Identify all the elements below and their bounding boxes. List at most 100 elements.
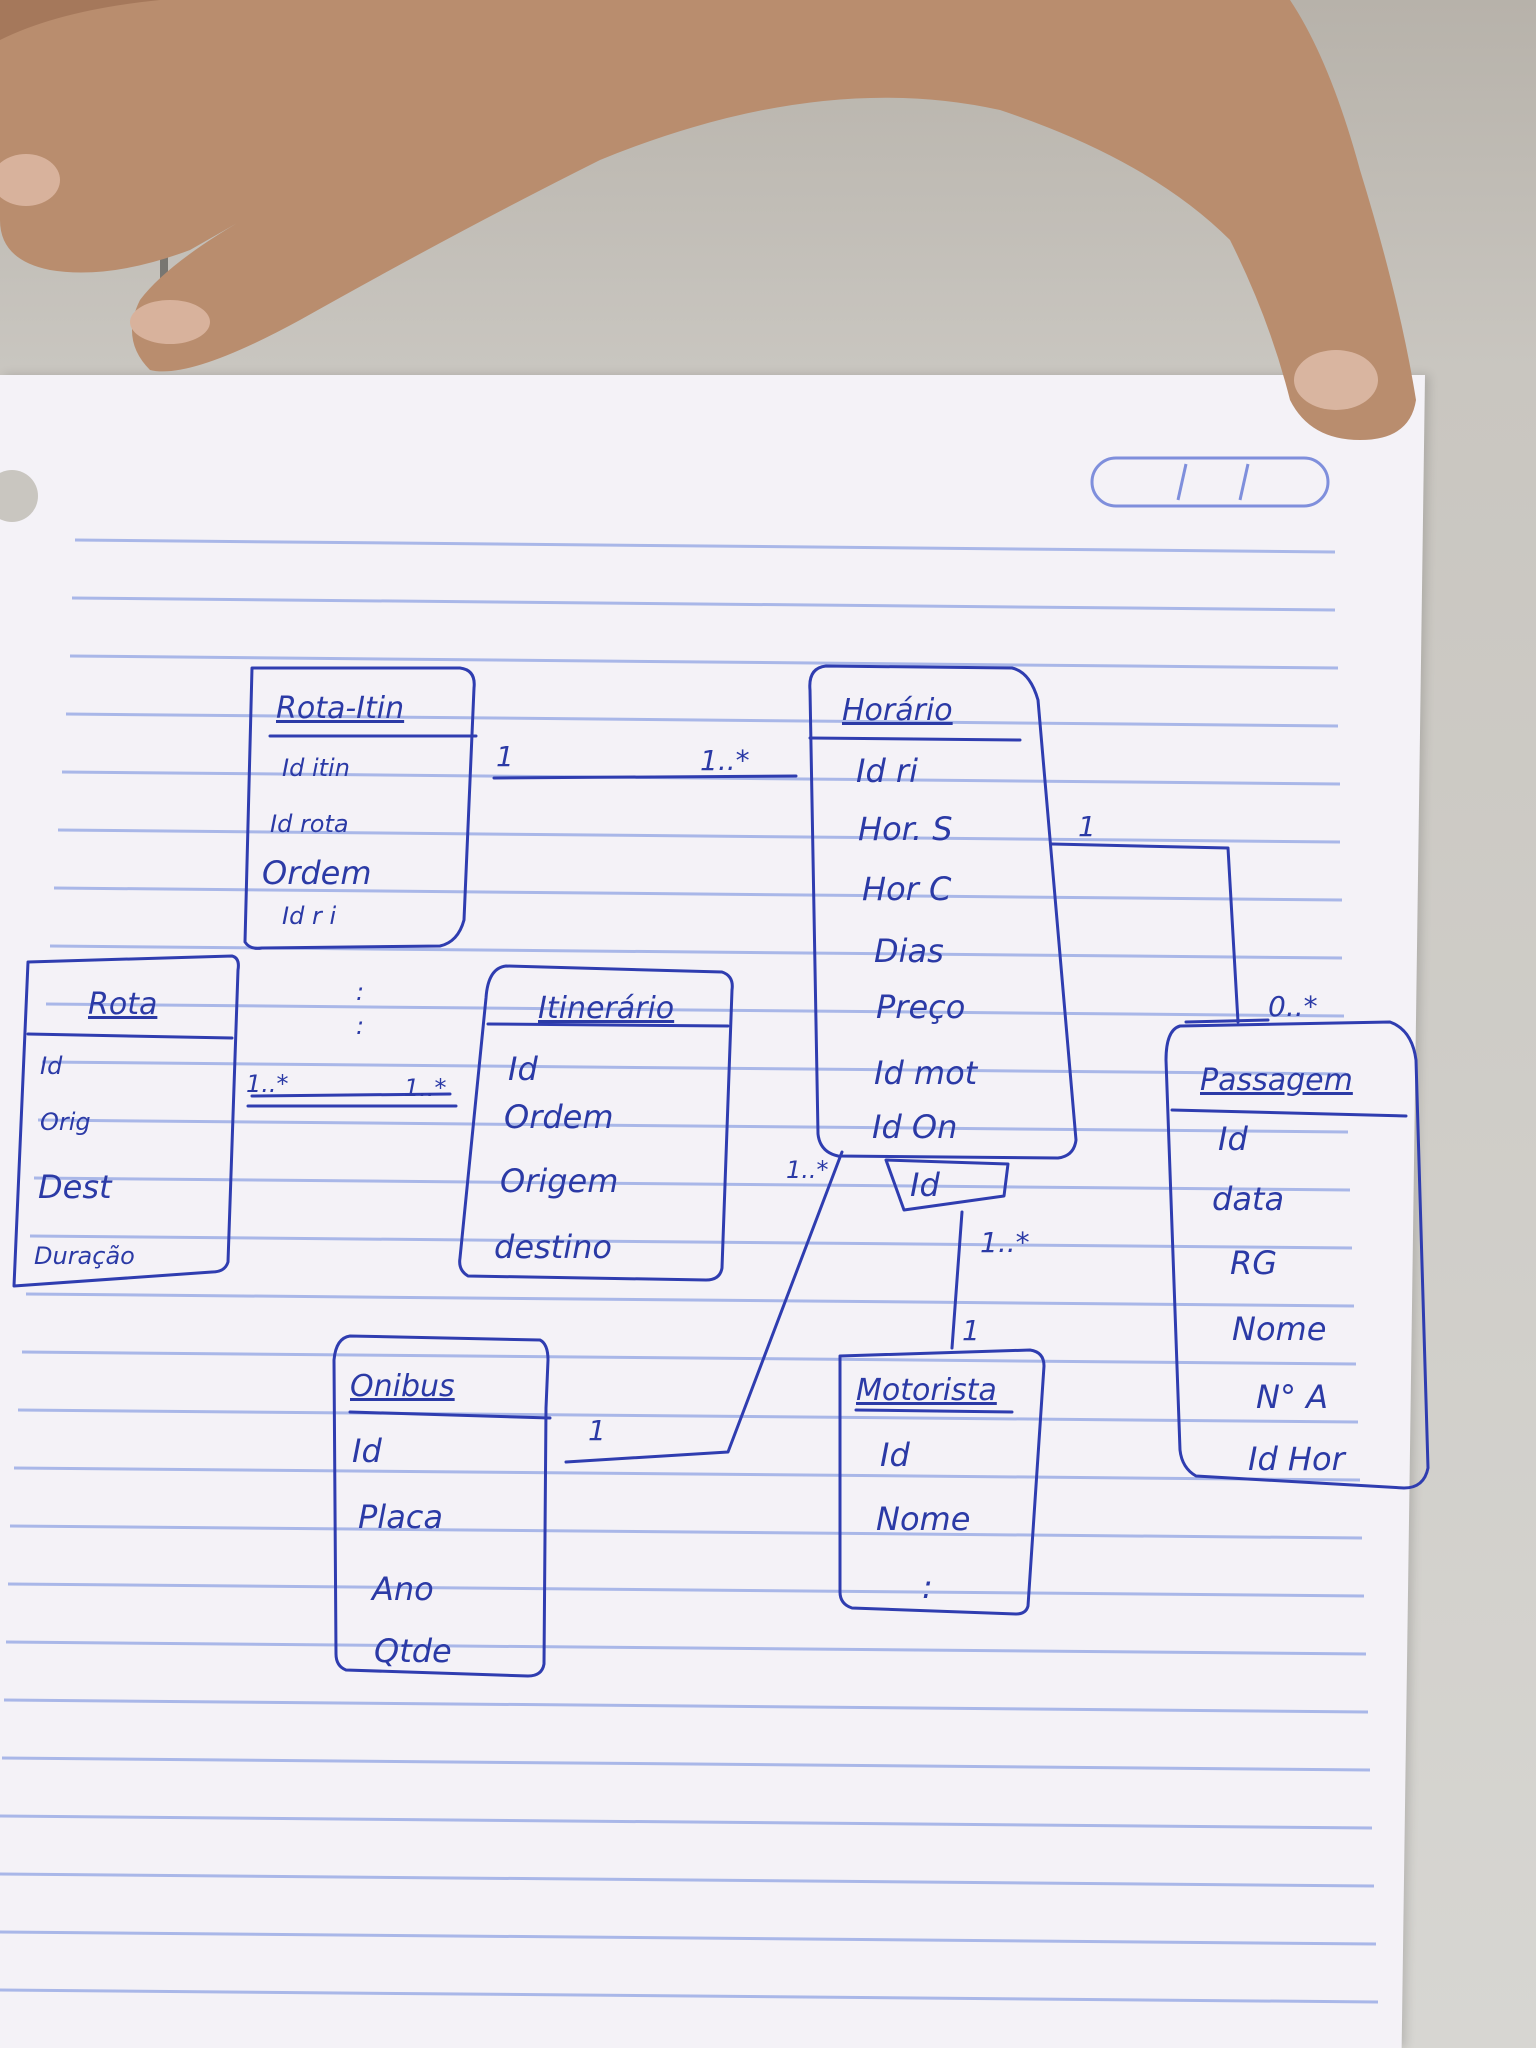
entity-horario: Horário Id ri Hor. S Hor C Dias Preço Id…: [808, 664, 1078, 1212]
entity-title-divider: [486, 1022, 730, 1028]
entity-box: [458, 964, 734, 1282]
entity-attribute: Orig: [40, 1108, 91, 1136]
ruled-line: [0, 1872, 1375, 1888]
date-field: [1090, 456, 1330, 508]
entity-title: Motorista: [856, 1373, 997, 1408]
entity-attribute: Preço: [876, 988, 965, 1026]
relation-horario-motorista: [950, 1210, 964, 1350]
ruled-line: [69, 654, 1339, 670]
ruled-line: [13, 1466, 1361, 1482]
ruled-line: [45, 1002, 1345, 1018]
entity-attribute: Ano: [370, 1570, 434, 1608]
entity-title-divider: [854, 1408, 1014, 1414]
ruled-line: [49, 944, 1343, 960]
punch-hole: [0, 470, 38, 522]
ruled-line: [17, 1408, 1359, 1424]
ruled-line: [29, 1234, 1353, 1250]
ruled-line: [65, 712, 1339, 728]
multiplicity-label: 1..*: [700, 744, 750, 777]
entity-title-divider: [1170, 1108, 1408, 1118]
multiplicity-label: 1: [962, 1314, 980, 1347]
entity-attribute: Id On: [872, 1108, 957, 1146]
entity-box: [12, 954, 240, 1288]
date-slash: [1176, 463, 1188, 501]
entity-attribute: Id: [508, 1050, 538, 1088]
dotted-link: :: [356, 1012, 364, 1040]
date-field-outline: [1090, 456, 1330, 508]
ruled-line: [37, 1118, 1349, 1134]
multiplicity-label: 1: [1078, 810, 1096, 843]
entity-attribute: Ordem: [504, 1098, 614, 1136]
multiplicity-label: 1..*: [786, 1156, 829, 1184]
entity-attribute: Id ri: [856, 752, 918, 790]
entity-attribute: Placa: [358, 1498, 443, 1536]
relation-horario-passagem: [1050, 842, 1240, 1024]
entity-title: Onibus: [350, 1369, 455, 1404]
multiplicity-label: 1..*: [246, 1070, 289, 1098]
entity-attribute: Duração: [34, 1242, 135, 1270]
ruled-line: [5, 1640, 1367, 1656]
entity-box: [838, 1348, 1046, 1616]
entity-attribute: :: [922, 1568, 933, 1606]
entity-attribute: Id rota: [270, 810, 349, 838]
ruled-line: [0, 1814, 1373, 1830]
entity-title: Rota: [88, 987, 157, 1022]
ruled-line: [0, 1930, 1377, 1946]
relation-rota-itinerario-double: [250, 1092, 452, 1098]
relation-horario-onibus: [564, 1150, 844, 1464]
entity-attribute: Origem: [500, 1162, 618, 1200]
entity-attribute: Nome: [876, 1500, 970, 1538]
ruled-line: [33, 1176, 1351, 1192]
entity-attribute: Dias: [874, 932, 944, 970]
entity-title-divider: [808, 736, 1022, 742]
entity-title-divider: [348, 1410, 552, 1420]
dotted-link: :: [356, 978, 364, 1006]
ruled-line: [53, 886, 1343, 902]
ruled-line: [57, 828, 1341, 844]
entity-rota: Rota Id Orig Dest Duração: [12, 954, 240, 1288]
ruled-line: [74, 538, 1336, 554]
multiplicity-label: 1..*: [404, 1074, 447, 1102]
entity-attribute: Dest: [38, 1168, 113, 1206]
entity-title: Itinerário: [538, 991, 674, 1026]
entity-attribute: Id: [880, 1436, 910, 1474]
entity-attribute: Id: [40, 1052, 63, 1080]
multiplicity-label: 0..*: [1268, 990, 1318, 1023]
entity-box: [332, 1334, 550, 1678]
entity-title: Passagem: [1200, 1063, 1353, 1098]
entity-box: [1164, 1020, 1430, 1490]
entity-attribute: Id Hor: [1248, 1440, 1347, 1478]
multiplicity-label: 1..*: [980, 1226, 1030, 1259]
entity-box: [808, 664, 1078, 1160]
entity-attribute: Hor. S: [858, 810, 953, 848]
entity-rota-itin: Rota-Itin Id itin Id rota Ordem Id r i: [243, 666, 478, 950]
entity-attribute: Id r i: [282, 902, 336, 930]
ruled-lines: [0, 538, 1379, 2004]
entity-attribute: Id: [1218, 1120, 1248, 1158]
entity-attribute: Hor C: [862, 870, 952, 908]
ruled-line: [21, 1350, 1357, 1366]
entity-attribute: Qtde: [374, 1632, 452, 1670]
relation-rotaitin-horario: [492, 774, 798, 780]
multiplicity-label: 1: [496, 740, 514, 773]
entity-onibus: Onibus Id Placa Ano Qtde: [332, 1334, 552, 1678]
ruled-line: [0, 1988, 1379, 2004]
date-slash: [1238, 463, 1250, 501]
key-tab-label: Id: [910, 1166, 940, 1204]
entity-attribute: N° A: [1256, 1378, 1328, 1416]
relation-horario-passagem-foot: [1184, 1018, 1270, 1024]
ruled-line: [71, 596, 1336, 612]
entity-itinerario: Itinerário Id Ordem Origem destino: [458, 964, 734, 1282]
ruled-line: [25, 1292, 1355, 1308]
ruled-line: [1, 1756, 1371, 1772]
ruled-line: [9, 1524, 1363, 1540]
ruled-line: [41, 1060, 1347, 1076]
entity-attribute: destino: [494, 1228, 612, 1266]
multiplicity-label: 1: [588, 1414, 606, 1447]
entity-motorista: Motorista Id Nome :: [838, 1348, 1046, 1616]
entity-title: Horário: [842, 693, 953, 728]
entity-passagem: Passagem Id data RG Nome N° A Id Hor: [1164, 1020, 1430, 1490]
entity-title: Rota-Itin: [276, 691, 404, 726]
